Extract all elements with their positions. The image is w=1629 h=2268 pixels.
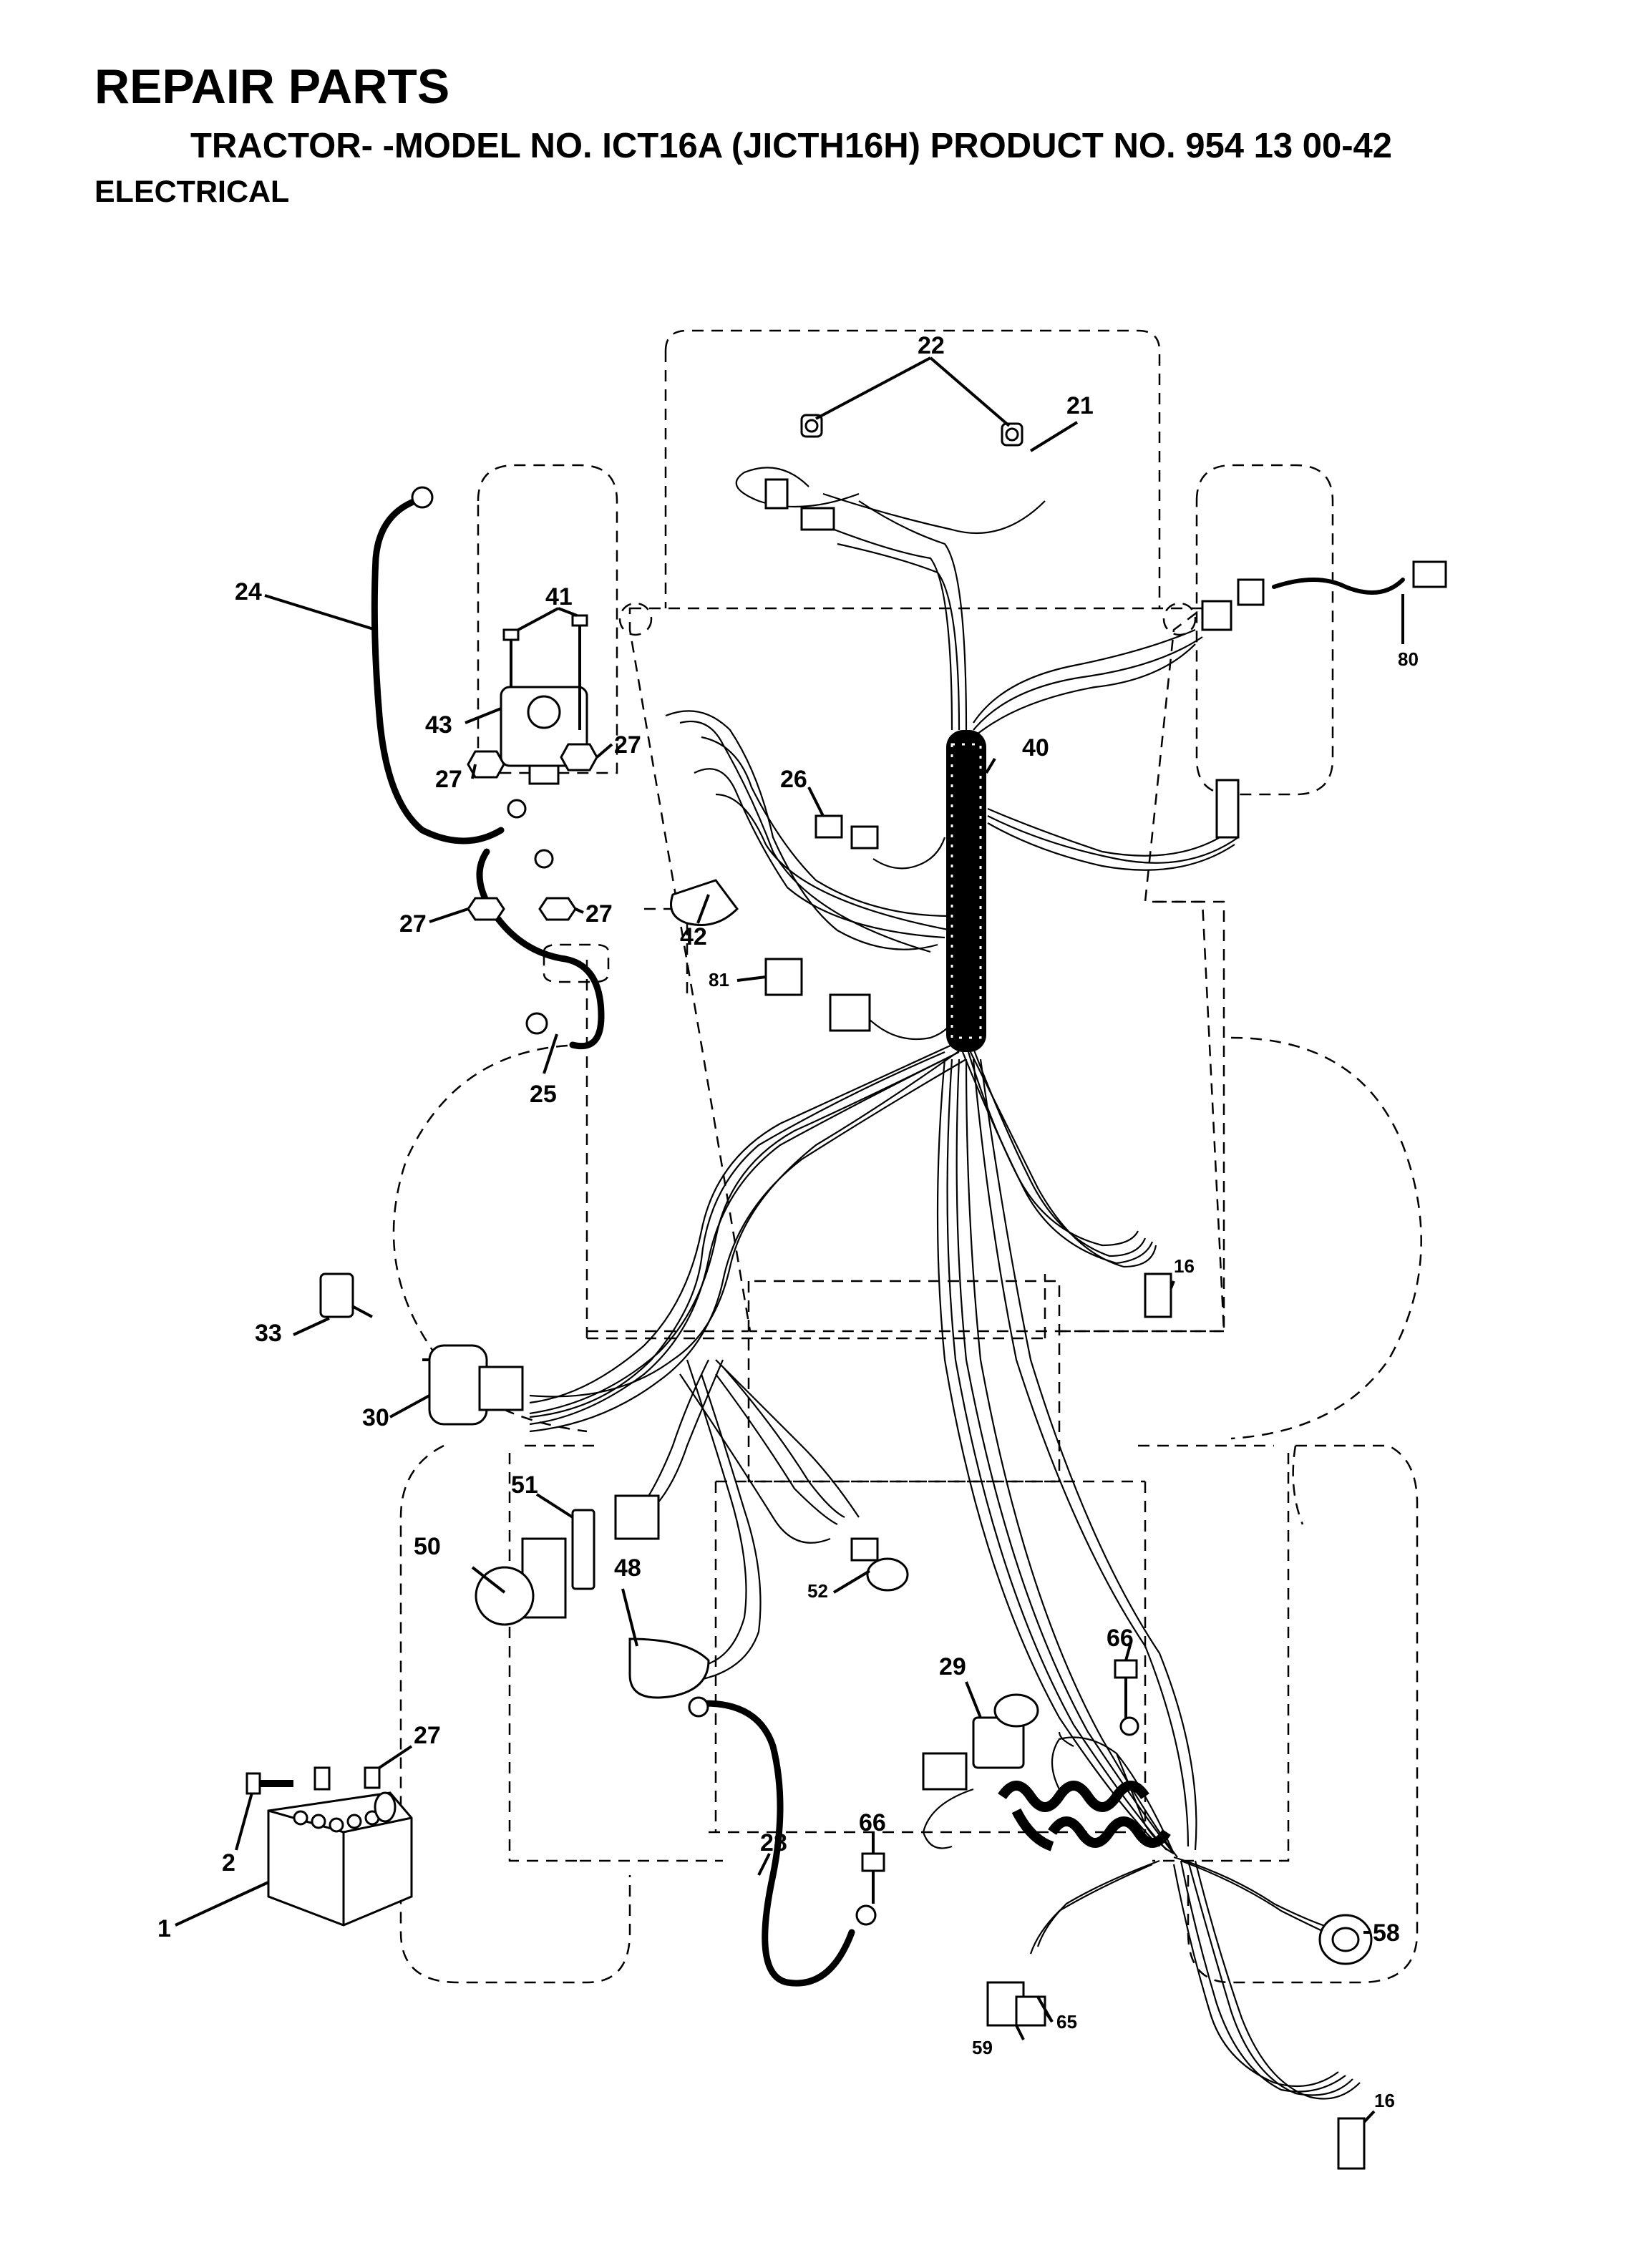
callout-27a: 27 [435, 766, 462, 793]
ignition-key [319, 1272, 354, 1318]
connector-right [1215, 779, 1240, 839]
callout-51: 51 [511, 1471, 538, 1499]
callout-52: 52 [807, 1580, 828, 1602]
harness-connector [800, 507, 835, 531]
callout-1: 1 [157, 1915, 171, 1942]
relay-socket [829, 993, 871, 1032]
cables [371, 486, 1405, 1987]
battery [267, 1791, 413, 1927]
screw-66-lower [861, 1852, 885, 1904]
page-title: REPAIR PARTS [94, 59, 450, 114]
callout-65: 65 [1056, 2011, 1077, 2033]
callout-41: 41 [545, 583, 573, 610]
ignition-switch [422, 1344, 524, 1426]
switch-connector [614, 1494, 660, 1540]
coiled-wire [998, 1781, 1171, 1851]
interlock-switch [986, 1981, 1046, 2027]
connector-80b [1237, 578, 1265, 606]
callout-21: 21 [1066, 392, 1094, 419]
callout-30: 30 [362, 1404, 389, 1431]
callout-27c: 27 [399, 910, 427, 938]
washer [534, 849, 554, 869]
callout-26: 26 [780, 766, 807, 793]
connector-16-upper [1144, 1272, 1172, 1318]
callout-labels: 22 21 80 24 41 43 27 27 27 27 40 26 42 8… [157, 332, 1419, 2111]
callout-2: 2 [222, 1849, 235, 1877]
callout-81: 81 [709, 969, 729, 991]
relay [764, 958, 803, 996]
callout-50: 50 [414, 1533, 441, 1560]
harness-boot [628, 1637, 710, 1699]
callout-66a: 66 [1107, 1625, 1134, 1652]
connector-80c [1412, 560, 1447, 588]
callout-48: 48 [614, 1554, 641, 1582]
callout-28: 28 [760, 1829, 787, 1856]
nut-27 [364, 1766, 381, 1789]
switch-bezel [571, 1509, 595, 1590]
leader-lines [175, 356, 1404, 2123]
callout-58: 58 [1373, 1919, 1400, 1947]
callout-27d: 27 [585, 900, 613, 928]
callout-66b: 66 [859, 1809, 886, 1836]
callout-29: 29 [939, 1653, 966, 1680]
nut [467, 750, 505, 779]
connector-52-cap [866, 1557, 909, 1592]
nut [467, 897, 505, 921]
callout-43: 43 [425, 711, 452, 739]
callout-24: 24 [235, 578, 262, 605]
callout-33: 33 [255, 1320, 282, 1347]
callout-25: 25 [530, 1081, 557, 1108]
connector-80a [1201, 600, 1232, 631]
nut [560, 743, 598, 772]
callout-27b: 27 [614, 731, 641, 759]
washer [507, 799, 527, 819]
callout-42: 42 [680, 923, 707, 950]
headlight-bulbs [800, 414, 1023, 447]
screw-66-upper [1114, 1659, 1139, 1736]
connector-16-lower [1337, 2117, 1366, 2170]
nut [538, 897, 577, 921]
parts [245, 414, 1447, 2170]
callout-40: 40 [1022, 734, 1049, 761]
callout-16b: 16 [1374, 2090, 1395, 2111]
callout-59: 59 [972, 2037, 993, 2058]
fuse [850, 825, 879, 850]
fuel-solenoid [972, 1693, 1039, 1769]
seat-switch [1318, 1914, 1373, 1965]
battery-terminal [313, 1766, 331, 1791]
callout-80: 80 [1398, 648, 1419, 670]
connector-52 [850, 1537, 879, 1562]
callout-27e: 27 [414, 1722, 441, 1749]
main-wire-harness [529, 467, 1361, 2100]
harness-sleeve-coil [946, 730, 986, 1052]
fuse-holder [814, 814, 843, 839]
section-heading: ELECTRICAL [94, 175, 290, 209]
model-subtitle: TRACTOR- -MODEL NO. ICT16A (JICTH16H) PR… [190, 127, 1393, 165]
starter-solenoid [500, 614, 588, 785]
chassis-outline [392, 329, 1422, 1984]
callout-22: 22 [918, 332, 945, 359]
connector-29 [922, 1752, 968, 1791]
headlight-connector [764, 478, 789, 510]
callout-16a: 16 [1174, 1255, 1195, 1277]
